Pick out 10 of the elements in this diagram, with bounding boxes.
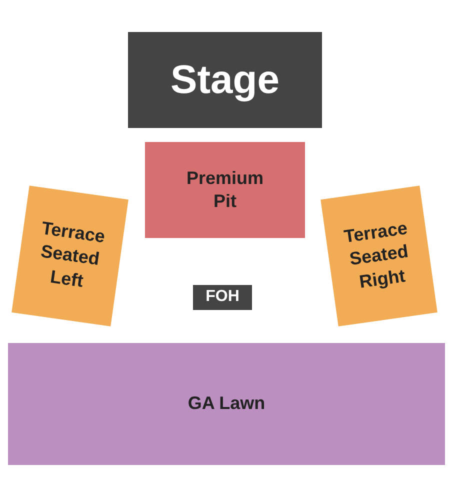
section-label: Terrace Seated Right <box>342 216 411 294</box>
stage-block <box>128 32 322 128</box>
foh-block <box>193 285 252 310</box>
section-label: FOH <box>206 287 240 308</box>
section-label: GA Lawn <box>188 392 266 416</box>
section-label: Stage <box>170 57 280 104</box>
section-label: Premium Pit <box>185 166 265 213</box>
lawn-section <box>8 343 445 465</box>
section-label: Terrace Seated Left <box>38 216 108 293</box>
seating-section <box>145 142 305 238</box>
